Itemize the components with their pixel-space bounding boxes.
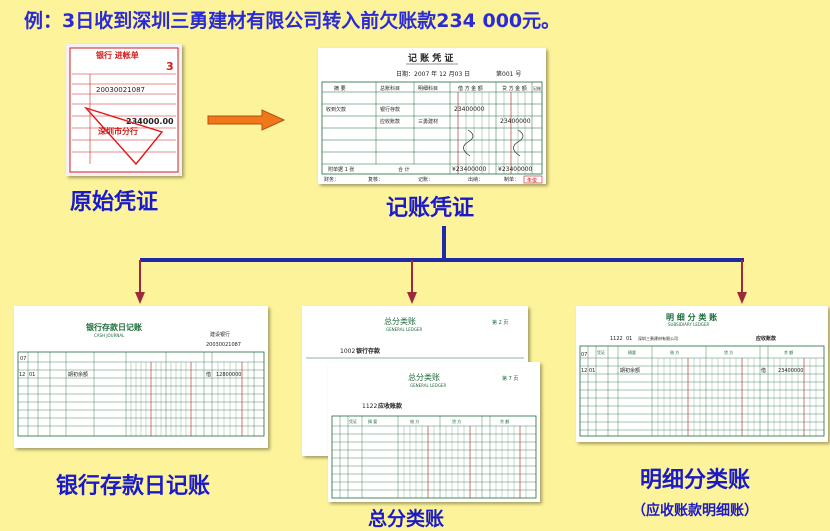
general-ledger-2-page: 第 7 页 (502, 375, 518, 382)
caption-original-voucher: 原始凭证 (70, 190, 159, 215)
bank-journal-summary: 期初余额 (68, 371, 88, 378)
general-ledger-2-title: 总分类账 (408, 372, 440, 382)
voucher-total-label: 合 计 (398, 166, 410, 173)
original-voucher-account: 20030021087 (96, 86, 145, 94)
original-voucher-title: 银行 进帐单 (95, 50, 139, 60)
general-ledger-2-col-summary: 摘 要 (368, 418, 377, 424)
general-ledger-2-subtitle: GENERAL LEDGER (410, 383, 446, 388)
voucher-attach: 附单据 1 张 (328, 166, 354, 173)
bank-journal-account: 20030021087 (206, 342, 241, 348)
subsidiary-summary: 期初余额 (620, 367, 640, 374)
voucher-row1-amount: 23400000 (454, 106, 485, 113)
subsidiary-ledger-image: 明 细 分 类 账 SUBSIDIARY LEDGER 1122 01 深圳三勇… (576, 306, 828, 442)
bank-journal-title: 银行存款日记账 (85, 322, 142, 332)
subsidiary-dir: 借 (761, 367, 766, 374)
bank-stamp: 深圳市分行 (83, 106, 164, 166)
subsidiary-year: 07 (581, 352, 587, 358)
general-ledger-2-name: 应收账款 (378, 402, 403, 410)
caption-general-ledger: 总分类账 (368, 508, 445, 530)
general-ledger-2-code: 1122 (362, 403, 377, 410)
original-voucher-amount: 234000.00 (126, 117, 174, 126)
accounting-voucher-image: 记 账 凭 证 日期：2007 年 12 月03 日 第001 号 摘 要 总账… (318, 48, 546, 184)
general-ledger-1-page: 第 2 页 (492, 319, 508, 326)
subsidiary-col-credit: 贷 方 (724, 349, 733, 355)
voucher-footer-a: 财务： (324, 176, 339, 183)
bank-journal-month: 12 (19, 372, 25, 378)
general-ledger-1-name: 银行存款 (356, 347, 381, 355)
bank-stamp-text: 深圳市分行 (98, 126, 138, 136)
subsidiary-balance: 23400000 (778, 368, 803, 374)
voucher-date: 日期：2007 年 12 月03 日 (396, 70, 470, 78)
voucher-row2-account: 应收账款 (380, 118, 400, 125)
voucher-col-post: 记账 (533, 85, 541, 91)
subsidiary-title: 明 细 分 类 账 (666, 312, 717, 322)
original-voucher-image: 银行 进帐单 3 20030021087 234000.00 深圳市分行 (66, 44, 182, 176)
subsidiary-day: 01 (589, 368, 595, 374)
voucher-col-credit: 贷 方 金 额 (502, 85, 527, 92)
bank-journal-subtitle: CASH JOURNAL (94, 333, 125, 338)
voucher-total-debit: ¥23400000 (452, 166, 487, 173)
voucher-col-debit: 借 方 金 额 (458, 85, 483, 92)
flow-connector (135, 226, 747, 304)
subsidiary-col-debit: 借 方 (670, 349, 679, 355)
page-title: 例：3日收到深圳三勇建材有限公司转入前欠账款234 000元。 (24, 10, 561, 32)
subsidiary-code: 1122 (610, 336, 623, 342)
voucher-number: 第001 号 (496, 70, 521, 78)
voucher-footer-c: 记账： (418, 176, 433, 183)
general-ledger-2-col-debit: 借 方 (410, 418, 419, 424)
voucher-row1-summary: 收到欠款 (326, 106, 346, 113)
subsidiary-subtitle: SUBSIDIARY LEDGER (668, 322, 710, 327)
voucher-footer-b: 复核： (368, 176, 383, 183)
bank-journal-balance: 12800000 (216, 372, 241, 378)
bank-journal-bank: 建设银行 (210, 331, 230, 338)
voucher-row2-amount: 23400000 (500, 118, 531, 125)
general-ledger-sheet-2: 总分类账 GENERAL LEDGER 第 7 页 1122 应收账款 (328, 362, 540, 502)
caption-bank-journal: 银行存款日记账 (56, 474, 211, 499)
caption-accounting-voucher: 记账凭证 (386, 196, 475, 221)
general-ledger-1-subtitle: GENERAL LEDGER (386, 327, 422, 332)
general-ledger-2-col-balance: 余 额 (500, 418, 509, 424)
voucher-title: 记 账 凭 证 (408, 52, 453, 64)
subsidiary-col-balance: 余 额 (784, 349, 793, 355)
voucher-col-detail: 明细科目 (418, 85, 438, 92)
voucher-row2-detail: 三勇建材 (418, 118, 438, 125)
bank-journal-day: 01 (29, 372, 35, 378)
subsidiary-company: 深圳三勇建材有限公司 (638, 335, 678, 341)
subsidiary-code-suffix: 01 (626, 336, 632, 342)
subsidiary-col-voucher: 凭证 (597, 349, 605, 355)
general-ledger-1-code: 1002 (340, 348, 355, 355)
general-ledger-2-col-credit: 贷 方 (452, 418, 461, 424)
general-ledger-1-title: 总分类账 (384, 316, 416, 326)
bank-journal-year: 07 (20, 356, 26, 362)
voucher-row1-account: 银行存款 (380, 106, 400, 113)
voucher-col-summary: 摘 要 (334, 85, 346, 92)
voucher-footer-d: 出纳： (468, 176, 483, 183)
caption-subsidiary-note: （应收账款明细账） (632, 503, 758, 519)
voucher-footer-e: 制单： (504, 176, 519, 183)
subsidiary-col-summary: 摘要 (628, 349, 636, 355)
voucher-total-credit: ¥23400000 (498, 166, 533, 173)
subsidiary-month: 12 (581, 368, 587, 374)
arrow-right-icon (207, 109, 286, 131)
voucher-col-general: 总账科目 (380, 85, 400, 92)
bank-journal-dir: 借 (206, 371, 211, 378)
subsidiary-account-name: 应收账款 (756, 335, 777, 342)
caption-subsidiary-ledger: 明细分类账 (640, 468, 751, 493)
voucher-footer-stamp: 朱俊 (527, 177, 537, 184)
bank-journal-image: 银行存款日记账 CASH JOURNAL 建设银行 20030021087 (14, 306, 268, 448)
original-voucher-number: 3 (166, 60, 174, 73)
general-ledger-2-col-voucher: 凭证 (349, 418, 357, 424)
